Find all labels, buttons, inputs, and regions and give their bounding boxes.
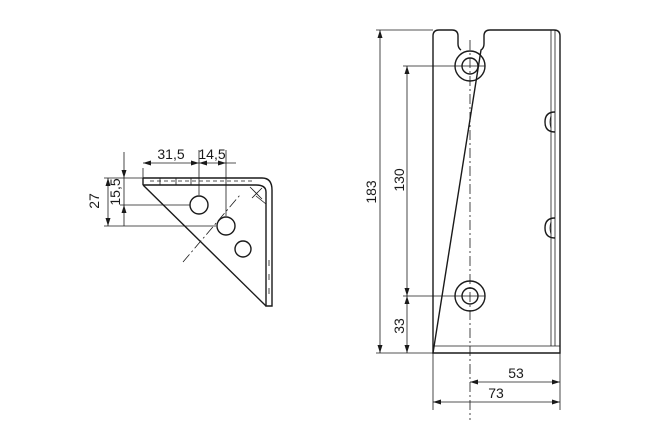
dim-label-73: 73 <box>488 385 504 401</box>
side-view-width-dimension: 31,5 14,5 <box>143 146 236 166</box>
front-view-total-width-dimension: 73 <box>433 385 560 405</box>
dim-label-27: 27 <box>86 193 102 209</box>
front-view-hole-spacing-dimension: 130 <box>391 66 410 296</box>
side-view-top-flange <box>142 177 262 186</box>
dim-label-183: 183 <box>363 180 379 204</box>
dim-label-15-5: 15,5 <box>107 178 123 205</box>
dim-label-14-5: 14,5 <box>198 146 225 162</box>
front-view-bottom-hole-dimension: 33 <box>391 296 410 353</box>
front-view-bend-relief-bottom <box>544 217 556 239</box>
dim-label-31-5: 31,5 <box>157 146 184 162</box>
side-view-hole-centerline <box>182 194 241 263</box>
dim-label-53: 53 <box>508 365 524 381</box>
dim-label-33: 33 <box>391 318 407 334</box>
front-view-inner-width-dimension: 53 <box>470 365 560 385</box>
front-view-bend-relief-top <box>544 111 556 133</box>
front-view: 183 130 33 53 73 <box>363 29 561 420</box>
dim-label-130: 130 <box>391 168 407 192</box>
side-view-hole-1 <box>189 195 209 215</box>
side-view: 31,5 14,5 27 15,5 <box>86 146 273 307</box>
side-view-hole-2 <box>216 216 236 236</box>
side-view-height-dimension: 27 15,5 <box>86 152 216 227</box>
side-view-hole-3 <box>234 240 252 258</box>
front-view-plate-outline <box>432 29 561 354</box>
front-view-total-height-dimension: 183 <box>363 30 383 353</box>
side-view-vertical-flange <box>255 177 273 307</box>
side-view-gusset <box>142 184 267 307</box>
